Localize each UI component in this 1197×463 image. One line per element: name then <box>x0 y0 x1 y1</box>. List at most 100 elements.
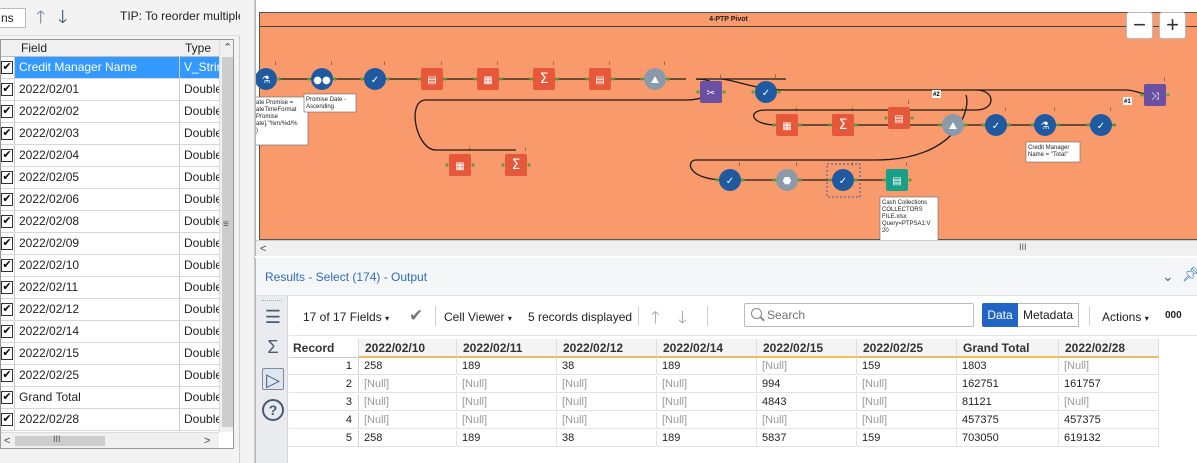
move-up-icon[interactable]: 🡑 <box>36 7 46 27</box>
row-number[interactable]: 2 <box>289 376 359 393</box>
field-checkbox[interactable]: ✔ <box>1 347 13 360</box>
field-type[interactable]: Double <box>179 145 219 166</box>
field-checkbox[interactable]: ✔ <box>1 391 13 404</box>
vscroll-thumb[interactable]: ≡ <box>222 57 233 427</box>
table-cell[interactable]: 4843 <box>757 394 857 411</box>
zoom-out-button[interactable]: − <box>1126 12 1153 39</box>
type-column-header[interactable]: Type <box>185 41 212 55</box>
crosstab-tool-icon[interactable]: ▤i <box>585 61 615 90</box>
select-tool-icon[interactable]: ✓i <box>360 61 390 90</box>
field-type[interactable]: Double <box>179 167 219 188</box>
table-cell[interactable]: 994 <box>757 376 857 393</box>
multirow-tool-icon[interactable]: ⛰i <box>640 61 670 90</box>
panel-divider[interactable] <box>240 0 255 463</box>
row-number[interactable]: 4 <box>289 412 359 429</box>
checkmark-icon[interactable]: ✔ <box>409 306 424 325</box>
annotation-sort[interactable]: Promise Date -Ascending <box>303 93 357 113</box>
table-cell[interactable]: [Null] <box>359 394 457 411</box>
table-cell[interactable]: 5837 <box>757 430 857 447</box>
field-type[interactable]: Double <box>179 387 219 408</box>
field-type[interactable]: Double <box>179 211 219 232</box>
field-type[interactable]: Double <box>179 101 219 122</box>
output-tool-icon[interactable]: ▤i <box>882 162 912 191</box>
record-column-header[interactable]: Record <box>289 339 359 358</box>
table-cell[interactable]: [Null] <box>457 376 557 393</box>
field-checkbox[interactable]: ✔ <box>1 83 13 96</box>
field-checkbox[interactable]: ✔ <box>1 237 13 250</box>
field-grid-vscrollbar[interactable]: ⌃ ≡ <box>219 40 233 432</box>
field-type[interactable]: Double <box>179 343 219 364</box>
field-type[interactable]: Double <box>179 299 219 320</box>
table-cell[interactable]: [Null] <box>1059 394 1159 411</box>
field-checkbox[interactable]: ✔ <box>1 215 13 228</box>
canvas-hscrollbar[interactable]: < III <box>256 240 1197 256</box>
more-options-button[interactable]: 000 <box>1165 310 1182 321</box>
table-cell[interactable]: 619132 <box>1059 430 1159 447</box>
field-type[interactable]: Double <box>179 255 219 276</box>
data-tab-button[interactable]: Data <box>982 303 1018 327</box>
select-tool-icon[interactable]: ✓i <box>751 74 781 103</box>
table-cell[interactable]: [Null] <box>857 394 957 411</box>
table-cell[interactable]: 189 <box>657 430 757 447</box>
sample-tool-icon[interactable]: ⬣i <box>772 162 802 191</box>
field-column-header[interactable]: Field <box>21 41 48 55</box>
table-cell[interactable]: [Null] <box>1059 358 1159 375</box>
field-checkbox[interactable]: ✔ <box>1 325 13 338</box>
hscroll-thumb[interactable]: III <box>15 434 105 446</box>
table-cell[interactable]: [Null] <box>757 358 857 375</box>
row-number[interactable]: 3 <box>289 394 359 411</box>
field-type[interactable]: Double <box>179 365 219 386</box>
field-checkbox[interactable]: ✔ <box>1 127 13 140</box>
select-tool-icon[interactable]: ✓i <box>1086 107 1116 136</box>
table-cell[interactable]: 38 <box>557 430 657 447</box>
table-cell[interactable]: 189 <box>457 430 557 447</box>
table-cell[interactable]: [Null] <box>359 376 457 393</box>
multirow-tool-icon[interactable]: ⛰i <box>938 107 968 136</box>
options-dropdown[interactable]: ns <box>0 8 26 28</box>
table-cell[interactable]: 703050 <box>957 430 1059 447</box>
scroll-up-icon[interactable]: ⌃ <box>223 42 233 54</box>
column-header[interactable]: 2022/02/25 <box>857 339 957 358</box>
select-tool-icon[interactable]: ✓i <box>981 107 1011 136</box>
summarize-tool-icon[interactable]: Σi <box>529 61 559 90</box>
field-checkbox[interactable]: ✔ <box>1 303 13 316</box>
field-type[interactable]: Double <box>179 189 219 210</box>
table-cell[interactable]: 162751 <box>957 376 1059 393</box>
metadata-tab-button[interactable]: Metadata <box>1018 303 1079 327</box>
sigma-icon[interactable]: Σ <box>267 337 279 357</box>
crosstab-tool-icon[interactable]: ▤i <box>417 61 447 90</box>
column-header[interactable]: 2022/02/14 <box>657 339 757 358</box>
canvas-hscroll-thumb[interactable]: III <box>274 242 1184 254</box>
crosstab-tool-icon[interactable]: ▤i <box>884 100 914 129</box>
table-cell[interactable]: 457375 <box>1059 412 1159 429</box>
table-cell[interactable]: [Null] <box>657 394 757 411</box>
column-header[interactable]: 2022/02/15 <box>757 339 857 358</box>
table-cell[interactable]: [Null] <box>857 376 957 393</box>
table-cell[interactable]: [Null] <box>457 412 557 429</box>
table-cell[interactable]: [Null] <box>457 394 557 411</box>
table-cell[interactable]: [Null] <box>657 412 757 429</box>
join-tool-icon[interactable]: ✂i <box>696 74 726 103</box>
field-checkbox[interactable]: ✔ <box>1 171 13 184</box>
chevron-down-icon[interactable]: ⌄ <box>1162 268 1174 284</box>
table-cell[interactable]: 258 <box>359 358 457 375</box>
table-cell[interactable]: 1803 <box>957 358 1059 375</box>
tool-container[interactable]: 4-PTP Pivot <box>259 12 1197 240</box>
table-cell[interactable]: 189 <box>457 358 557 375</box>
transpose-tool-icon[interactable]: ▦i <box>772 107 802 136</box>
field-type[interactable]: Double <box>179 277 219 298</box>
help-icon[interactable]: ? <box>262 399 284 421</box>
